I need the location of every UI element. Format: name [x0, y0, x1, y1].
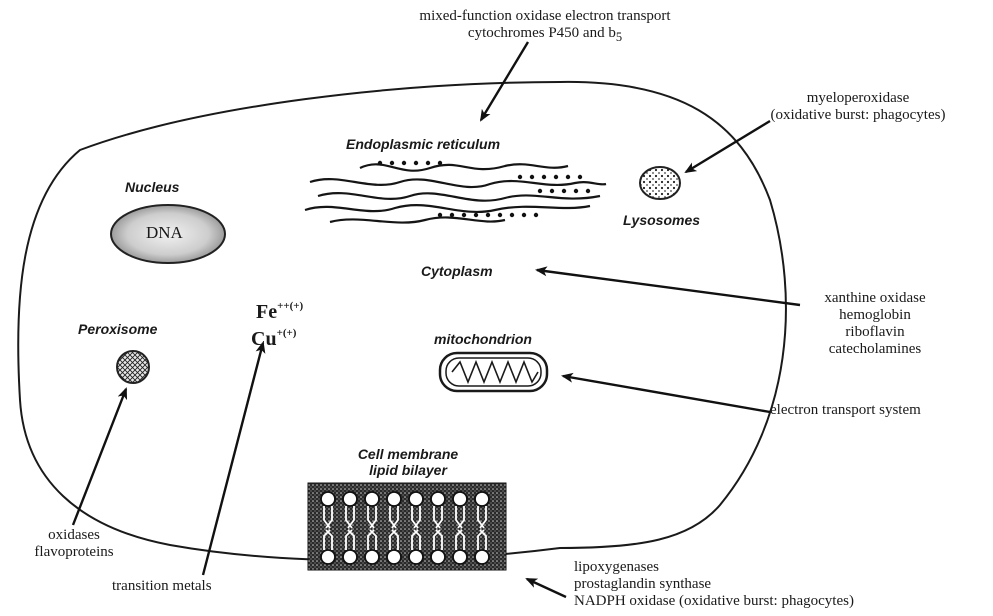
er-source-label: mixed-function oxidase electron transpor…	[360, 8, 730, 46]
metals-source-label: transition metals	[112, 578, 212, 595]
membrane-label-line1: Cell membrane	[320, 446, 496, 462]
dna-label: DNA	[146, 223, 183, 243]
er-source-line2-sub: 5	[616, 30, 622, 44]
iron-symbol: Fe	[256, 301, 277, 323]
mitochondrion-source-line1: electron transport system	[770, 402, 921, 419]
peroxisome-label: Peroxisome	[78, 321, 157, 337]
lysosomes-label: Lysosomes	[623, 212, 700, 228]
arrow-metals	[203, 343, 263, 575]
iron-charge: ++(+)	[277, 300, 303, 312]
copper-label: Cu+(+)	[251, 327, 296, 351]
arrow-er	[481, 42, 528, 120]
er-source-line2-main: cytochromes P450 and b	[468, 25, 616, 41]
peroxisome-shape	[117, 351, 149, 383]
er-shape	[305, 164, 606, 222]
lysosome-source-label: myeloperoxidase (oxidative burst: phagoc…	[735, 90, 981, 124]
cytoplasm-source-label: xanthine oxidase hemoglobin riboflavin c…	[785, 290, 965, 358]
cytoplasm-label: Cytoplasm	[421, 263, 493, 279]
iron-label: Fe++(+)	[256, 300, 303, 324]
arrow-membrane	[527, 579, 566, 597]
cytoplasm-source-line1: xanthine oxidase	[785, 290, 965, 307]
peroxisome-source-line2: flavoproteins	[14, 544, 134, 561]
membrane-source-label: lipoxygenases prostaglandin synthase NAD…	[574, 559, 854, 610]
mitochondrion-label: mitochondrion	[434, 331, 532, 347]
membrane-source-line2: prostaglandin synthase	[574, 576, 854, 593]
metals-source-line1: transition metals	[112, 578, 212, 595]
arrow-peroxisome	[73, 389, 126, 525]
membrane-source-line3: NADPH oxidase (oxidative burst: phagocyt…	[574, 593, 854, 610]
er-label: Endoplasmic reticulum	[346, 136, 500, 152]
mitochondrion-source-label: electron transport system	[770, 402, 921, 419]
cytoplasm-source-line2: hemoglobin	[785, 307, 965, 324]
lysosome-source-line1: myeloperoxidase	[735, 90, 981, 107]
copper-symbol: Cu	[251, 328, 277, 350]
arrow-lysosome	[686, 121, 770, 172]
copper-charge: +(+)	[277, 327, 297, 339]
lysosome-source-line2: (oxidative burst: phagocytes)	[735, 107, 981, 124]
er-source-line1: mixed-function oxidase electron transpor…	[360, 8, 730, 25]
peroxisome-source-line1: oxidases	[14, 527, 134, 544]
arrow-cytoplasm	[537, 270, 800, 305]
membrane-source-line1: lipoxygenases	[574, 559, 854, 576]
nucleus-label: Nucleus	[125, 179, 179, 195]
arrow-mitochondrion	[563, 376, 770, 412]
membrane-label: Cell membrane lipid bilayer	[320, 446, 496, 478]
er-source-line2: cytochromes P450 and b5	[360, 25, 730, 46]
membrane-label-line2: lipid bilayer	[320, 462, 496, 478]
cytoplasm-source-line4: catecholamines	[785, 341, 965, 358]
cytoplasm-source-line3: riboflavin	[785, 324, 965, 341]
lysosome-shape	[640, 167, 680, 199]
peroxisome-source-label: oxidases flavoproteins	[14, 527, 134, 561]
